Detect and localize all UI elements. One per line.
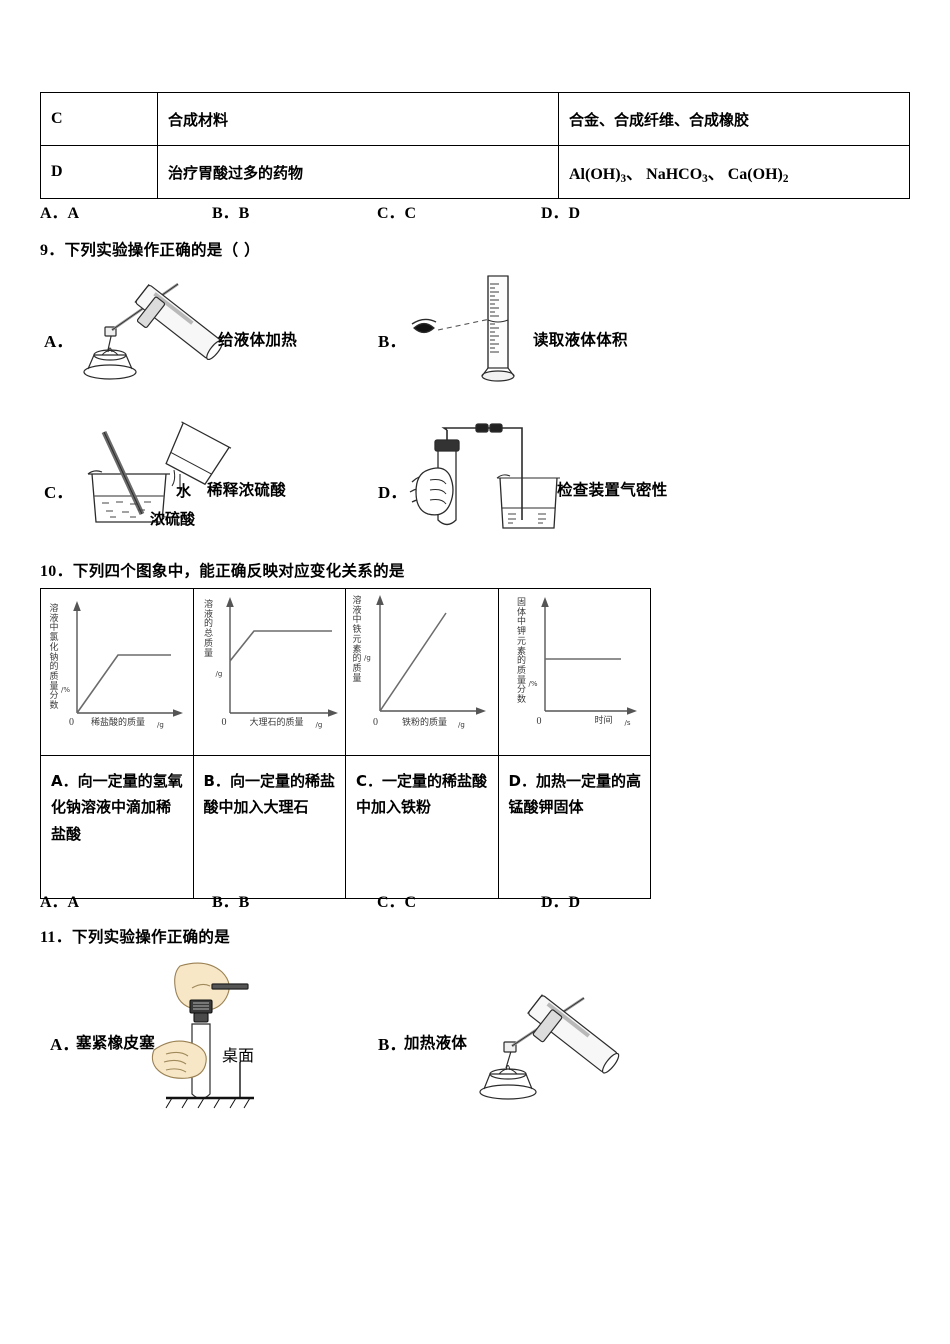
label-concentrated-sulfuric-acid: 浓硫酸	[150, 510, 196, 528]
question-10-number: 10．	[40, 563, 73, 580]
answer-options-q8: A．A B．B C．C D．D	[40, 199, 910, 222]
row-label-c: C	[40, 92, 158, 146]
chart-b-origin: 0	[221, 717, 227, 728]
row-category-d: 治疗胃酸过多的药物	[157, 145, 559, 199]
graduated-cylinder-reading-icon	[408, 272, 518, 384]
answer-option-b[interactable]: B．B	[212, 894, 250, 911]
chart-c-origin: 0	[373, 717, 378, 728]
label-tabletop: 桌面	[222, 1046, 255, 1065]
q10-option-a-text[interactable]: A．向一定量的氢氧化钠溶液中滴加稀盐酸	[40, 755, 194, 899]
question-10-stem: 10．下列四个图象中，能正确反映对应变化关系的是	[40, 557, 405, 581]
answer-option-c[interactable]: C．C	[377, 894, 417, 911]
q11-option-a-mark[interactable]: A．	[50, 1035, 80, 1054]
row-examples-d: Al(OH)3、 NaHCO3、 Ca(OH)2	[558, 145, 910, 199]
chart-b-yunit: /g	[215, 670, 223, 678]
airtightness-check-icon	[404, 420, 584, 540]
q10-option-b-text[interactable]: B．向一定量的稀盐酸中加入大理石	[192, 755, 346, 899]
q10-option-a-body: 向一定量的氢氧化钠溶液中滴加稀盐酸	[51, 772, 183, 843]
answer-option-d[interactable]: D．D	[541, 894, 581, 911]
q11-option-b-mark[interactable]: B．	[378, 1035, 407, 1054]
dilute-sulfuric-acid-icon	[70, 421, 250, 532]
answer-option-a[interactable]: A．A	[40, 205, 80, 222]
q10-option-c-text[interactable]: C．一定量的稀盐酸中加入铁粉	[345, 755, 499, 899]
chart-a: 溶液中氯化钠的质量分数 /% 0 稀盐酸的质量 /g	[41, 589, 192, 754]
q9-option-d-caption: 检查装置气密性	[557, 481, 668, 499]
chart-d-plot	[540, 597, 637, 715]
chart-a-ylabel: 溶液中氯化钠的质量分数	[49, 604, 59, 712]
chart-b: 溶液的总质量 /g 0 大理石的质量 /g	[194, 589, 345, 754]
q9-option-c-caption: 稀释浓硫酸	[207, 481, 287, 499]
question-10-text: 下列四个图象中，能正确反映对应变化关系的是	[72, 562, 405, 580]
chart-d-xlabel: 时间	[594, 716, 613, 726]
q10-option-b-mark: B．	[203, 772, 230, 790]
chart-cell-c: 溶液中铁元素的质量 /g 0 铁粉的质量 /g	[345, 588, 499, 756]
chart-cell-b: 溶液的总质量 /g 0 大理石的质量 /g	[192, 588, 346, 756]
answer-options-q10: A．A B．B C．C D．D	[40, 888, 910, 911]
question-9-number: 9．	[40, 242, 65, 259]
q10-option-a-mark: A．	[51, 772, 78, 790]
alcohol-lamp-heating-icon	[72, 272, 242, 382]
chart-a-xunit: /g	[157, 721, 164, 729]
table-row: C 合成材料 合金、合成纤维、合成橡胶	[40, 92, 910, 146]
q11-option-b-caption: 加热液体	[404, 1034, 468, 1052]
q10-option-c-mark: C．	[356, 772, 383, 790]
q9-option-a-caption: 给液体加热	[218, 331, 298, 349]
chart-a-origin: 0	[69, 717, 74, 728]
q10-option-c-body: 一定量的稀盐酸中加入铁粉	[356, 772, 488, 817]
label-water: 水	[176, 482, 192, 500]
q9-option-b-mark[interactable]: B．	[378, 332, 407, 351]
chart-a-xlabel: 稀盐酸的质量	[91, 718, 146, 728]
q9-option-d-mark[interactable]: D．	[378, 483, 408, 502]
question-11-number: 11．	[40, 929, 73, 946]
question-9-text: 下列实验操作正确的是（ ）	[64, 241, 260, 259]
table-row: D 治疗胃酸过多的药物 Al(OH)3、 NaHCO3、 Ca(OH)2	[40, 145, 910, 199]
alcohol-lamp-heating-icon	[466, 988, 636, 1103]
chart-option-text-row: A．向一定量的氢氧化钠溶液中滴加稀盐酸 B．向一定量的稀盐酸中加入大理石 C．一…	[40, 755, 651, 899]
chart-b-ylabel: 溶液的总质量	[203, 600, 213, 659]
chart-a-plot	[73, 601, 183, 717]
chart-c-plot	[376, 595, 486, 715]
chart-cell-a: 溶液中氯化钠的质量分数 /% 0 稀盐酸的质量 /g	[40, 588, 194, 756]
q10-option-d-body: 加热一定量的高锰酸钾固体	[508, 772, 641, 817]
chart-c-ylabel: 溶液中铁元素的质量	[352, 596, 362, 684]
chart-c-yunit: /g	[364, 654, 371, 662]
chart-a-yunit: /%	[61, 686, 71, 694]
row-examples-c: 合金、合成纤维、合成橡胶	[558, 92, 910, 146]
q11-option-a-caption: 塞紧橡皮塞	[76, 1034, 156, 1052]
chart-b-xunit: /g	[315, 721, 323, 729]
chart-row: 溶液中氯化钠的质量分数 /% 0 稀盐酸的质量 /g	[40, 588, 651, 756]
chart-d-ylabel: 固体中钾元素的质量分数	[516, 598, 526, 706]
chart-d-yunit: /%	[528, 680, 538, 688]
q9-option-b-caption: 读取液体体积	[533, 331, 628, 349]
q10-option-d-mark: D．	[508, 772, 536, 790]
q10-option-b-body: 向一定量的稀盐酸中加入大理石	[203, 772, 335, 817]
chart-c-xlabel: 铁粉的质量	[402, 718, 448, 728]
answer-option-c[interactable]: C．C	[377, 205, 417, 222]
q9-option-a-mark[interactable]: A．	[44, 332, 74, 351]
material-classification-table: C 合成材料 合金、合成纤维、合成橡胶 D 治疗胃酸过多的药物 Al(OH)3、…	[40, 92, 910, 199]
answer-option-a[interactable]: A．A	[40, 894, 80, 911]
q9-option-c-mark[interactable]: C．	[44, 483, 74, 502]
row-label-d: D	[40, 145, 158, 199]
chart-c: 溶液中铁元素的质量 /g 0 铁粉的质量 /g	[346, 589, 497, 754]
chart-c-xunit: /g	[458, 721, 465, 729]
chart-d-xunit: /s	[624, 719, 631, 727]
chart-d: 固体中钾元素的质量分数 /% 0 时间 /s	[499, 589, 650, 754]
question-11-text: 下列实验操作正确的是	[72, 928, 231, 946]
question-11-stem: 11．下列实验操作正确的是	[40, 923, 230, 947]
answer-option-b[interactable]: B．B	[212, 205, 250, 222]
answer-option-d[interactable]: D．D	[541, 205, 581, 222]
chart-d-origin: 0	[536, 716, 542, 727]
q10-option-d-text[interactable]: D．加热一定量的高锰酸钾固体	[497, 755, 651, 899]
rubber-stopper-press-icon	[150, 958, 280, 1113]
chart-b-plot	[225, 597, 338, 717]
row-category-c: 合成材料	[157, 92, 559, 146]
question-10-chart-grid: 溶液中氯化钠的质量分数 /% 0 稀盐酸的质量 /g	[40, 588, 651, 899]
question-9-stem: 9．下列实验操作正确的是（ ）	[40, 236, 260, 260]
chart-cell-d: 固体中钾元素的质量分数 /% 0 时间 /s	[497, 588, 651, 756]
chart-b-xlabel: 大理石的质量	[249, 718, 304, 728]
